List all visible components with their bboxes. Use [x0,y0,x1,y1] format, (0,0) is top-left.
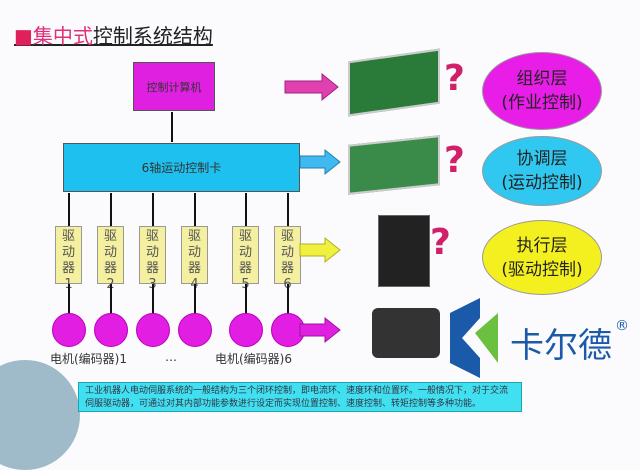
bidirectional-arrow [110,284,112,314]
driver-label: 驱动器 [61,229,75,276]
pink-arrow-icon [284,72,339,102]
servo-motor-image [372,308,440,358]
driver-label: 驱动器 [103,229,117,276]
question-mark: ? [444,58,465,99]
yellow-arrow-icon [299,236,341,264]
logo-text: 卡尔德 [510,326,612,366]
control-card-image [348,135,440,195]
driver-label: 驱动器 [145,229,159,276]
bidirectional-arrow [68,284,70,314]
motion-control-card-box: 6轴运动控制卡 [63,143,300,192]
bidirectional-arrow [245,193,247,226]
motor-circle [271,313,305,347]
bullet-icon: ■ [14,24,33,48]
question-mark: ? [430,222,451,263]
bidirectional-arrow [171,112,173,142]
bidirectional-arrow [194,193,196,226]
motor-circle [52,313,86,347]
motor-circle [136,313,170,347]
magenta-arrow-icon [299,316,341,344]
layer-name: 执行层 [516,235,568,256]
robot-image [0,360,80,470]
motor-circle [229,313,263,347]
title-prefix: 集中式 [32,24,93,48]
title-rest: 控制系统结构 [92,24,213,48]
bidirectional-arrow [152,193,154,226]
question-mark: ? [444,140,465,181]
layer-execution: 执行层 (驱动控制) [482,220,602,295]
driver-label: 驱动器 [238,229,252,276]
driver-box: 驱动器3 [139,226,166,292]
computer-board-image [348,48,440,117]
right-arrows [284,72,341,344]
logo-mark-icon [450,298,498,378]
driver-label: 驱动器 [280,229,294,276]
registered-mark: ® [615,318,629,334]
bidirectional-arrow [287,193,289,226]
layer-coordination: 协调层 (运动控制) [482,136,602,206]
driver-box: 驱动器4 [181,226,208,292]
driver-box: 驱动器1 [55,226,82,292]
blue-arrow-icon [299,148,341,176]
control-computer-box: 控制计算机 [133,62,215,111]
motor-label-1: 电机(编码器)1 [50,352,127,366]
bidirectional-arrow [152,284,154,314]
layer-organization: 组织层 (作业控制) [482,52,602,130]
layer-desc: (运动控制) [501,173,583,193]
layer-desc: (作业控制) [501,93,583,113]
driver-label: 驱动器 [187,229,201,276]
motor-ellipsis: … [165,350,177,364]
driver-box: 驱动器5 [232,226,259,292]
motor-label-6: 电机(编码器)6 [215,352,292,366]
layer-name: 协调层 [516,149,568,169]
motor-circle [178,313,212,347]
motor-circle [94,313,128,347]
bidirectional-arrow [287,284,289,314]
bidirectional-arrow [68,193,70,226]
servo-driver-image [378,215,430,287]
layer-desc: (驱动控制) [501,259,583,280]
bidirectional-arrow [245,284,247,314]
layer-name: 组织层 [516,69,568,89]
page-title: ■集中式控制系统结构 [14,20,213,49]
description-note: 工业机器人电动伺服系统的一般结构为三个闭环控制，即电流环、速度环和位置环。一般情… [78,382,522,412]
bidirectional-arrow [194,284,196,314]
driver-box: 驱动器2 [97,226,124,292]
bidirectional-arrow [110,193,112,226]
